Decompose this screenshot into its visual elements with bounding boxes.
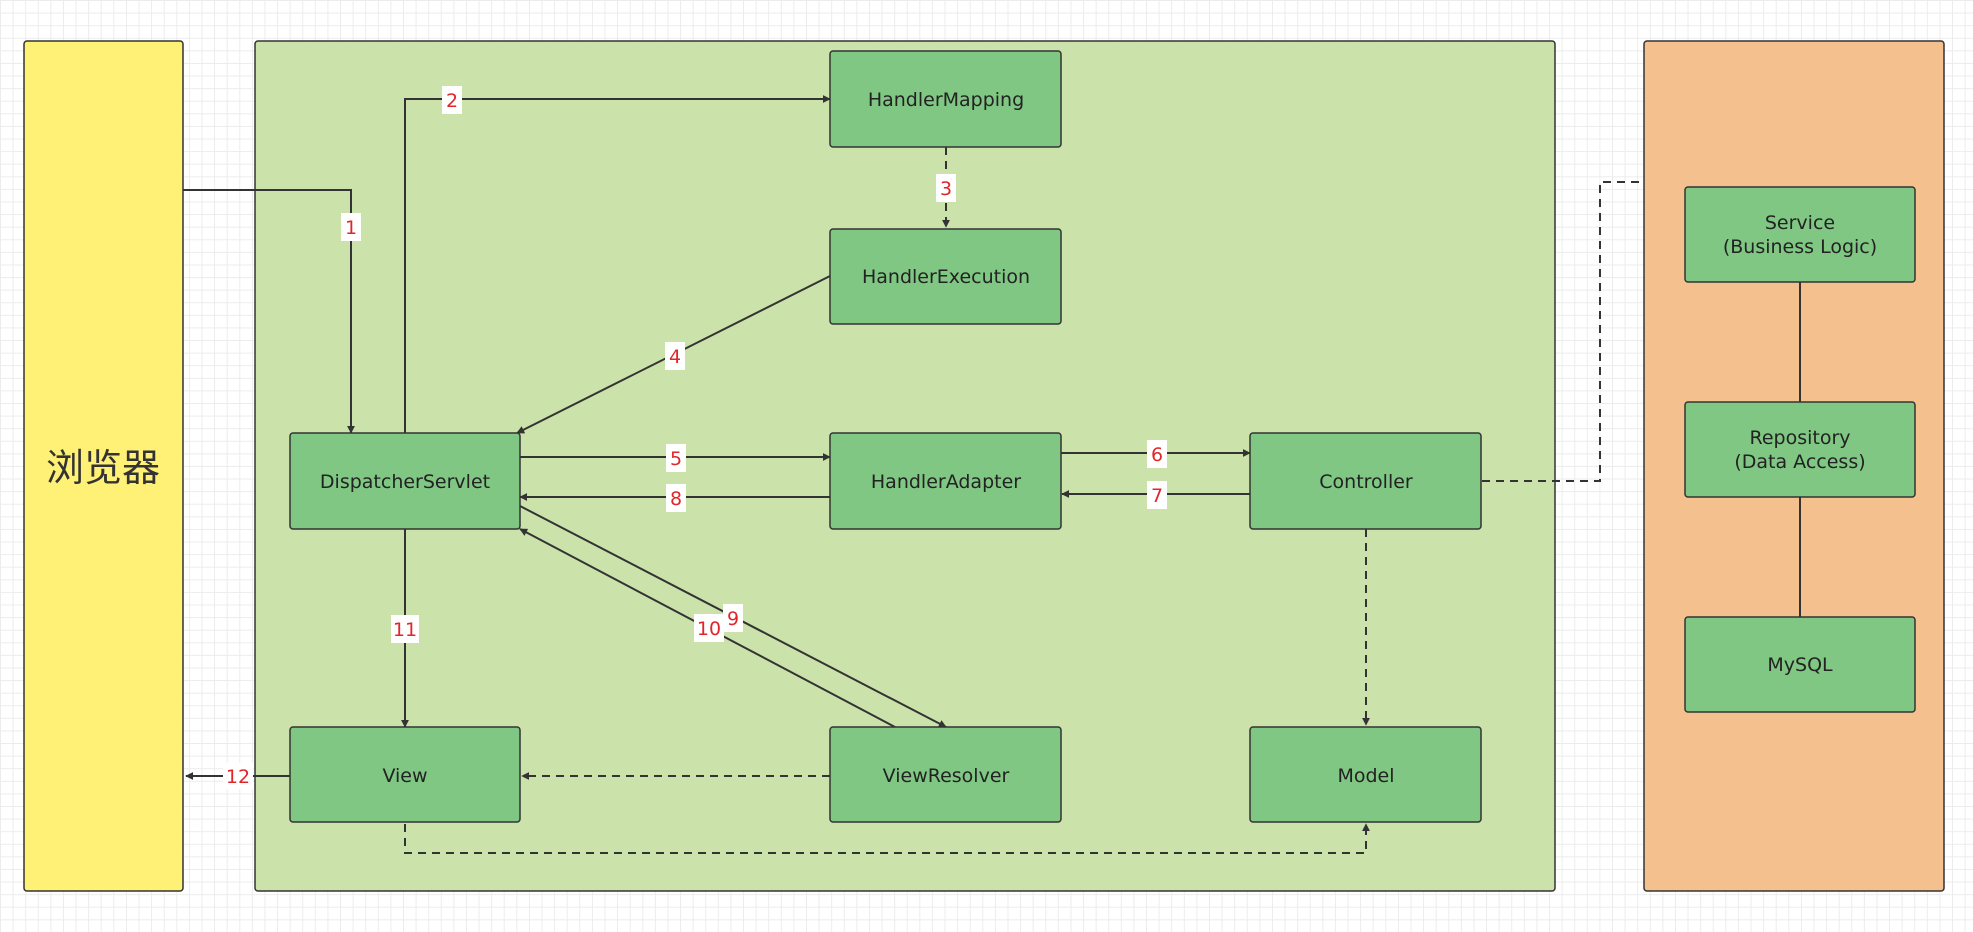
- repository-box: [1684, 401, 1916, 498]
- edge-1-label-bg: [341, 213, 361, 241]
- view-box: [289, 726, 521, 823]
- handler-adapter-label: HandlerAdapter: [871, 471, 1021, 493]
- view-resolver-box: [829, 726, 1062, 823]
- edge-6-label: 6: [1151, 444, 1163, 466]
- edge-2-line: [404, 95, 831, 433]
- handler-mapping-box: [829, 50, 1062, 148]
- edge-11-label-bg: [391, 615, 419, 643]
- edge-6-label-bg: [1147, 440, 1167, 468]
- mysql-box: [1684, 616, 1916, 713]
- handler-mapping-label: HandlerMapping: [868, 89, 1024, 111]
- edge-7-label-bg: [1147, 481, 1167, 509]
- mysql-label: MySQL: [1767, 654, 1833, 676]
- view-resolver-label: ViewResolver: [883, 765, 1010, 787]
- browser-label: 浏览器: [46, 446, 160, 490]
- edge-5-label: 5: [670, 448, 682, 470]
- repository-label: Repository: [1749, 427, 1850, 449]
- edge-2-label: 2: [446, 90, 458, 112]
- view-label: View: [382, 765, 427, 787]
- edge-view-model-line: [404, 823, 1370, 854]
- edge-9-label: 9: [727, 608, 739, 630]
- edge-12-label: 12: [226, 766, 250, 788]
- edge-1-label: 1: [345, 217, 357, 239]
- edge-4-label-bg: [665, 342, 685, 370]
- browser-panel: [23, 40, 184, 892]
- service-sublabel: (Business Logic): [1723, 236, 1877, 258]
- model-box: [1249, 726, 1482, 823]
- handler-execution-label: HandlerExecution: [862, 266, 1030, 288]
- service-label: Service: [1765, 212, 1835, 234]
- edge-8-label-bg: [666, 484, 686, 512]
- dispatcher-servlet-label: DispatcherServlet: [320, 471, 490, 493]
- handler-execution-box: [829, 228, 1062, 325]
- edge-7-label: 7: [1151, 485, 1163, 507]
- edge-controller-backend-line: [1482, 181, 1644, 482]
- controller-box: [1249, 432, 1482, 530]
- controller-label: Controller: [1319, 471, 1413, 493]
- edge-9-label-bg: [723, 604, 743, 632]
- edge-2-label-bg: [442, 86, 462, 114]
- edge-11-label: 11: [393, 619, 417, 641]
- edge-1-line: [183, 189, 355, 434]
- model-label: Model: [1337, 765, 1394, 787]
- edge-4-label: 4: [669, 346, 681, 368]
- edge-5-label-bg: [666, 444, 686, 472]
- edge-3-label-bg: [936, 174, 956, 202]
- edge-12-label-bg: [223, 763, 253, 789]
- edge-3-label: 3: [940, 178, 952, 200]
- service-box: [1684, 186, 1916, 283]
- edge-10-label: 10: [697, 618, 721, 640]
- repository-sublabel: (Data Access): [1734, 451, 1865, 473]
- edge-10-label-bg: [694, 614, 724, 642]
- dispatcher-servlet-box: [289, 432, 521, 530]
- edge-8-label: 8: [670, 488, 682, 510]
- handler-adapter-box: [829, 432, 1062, 530]
